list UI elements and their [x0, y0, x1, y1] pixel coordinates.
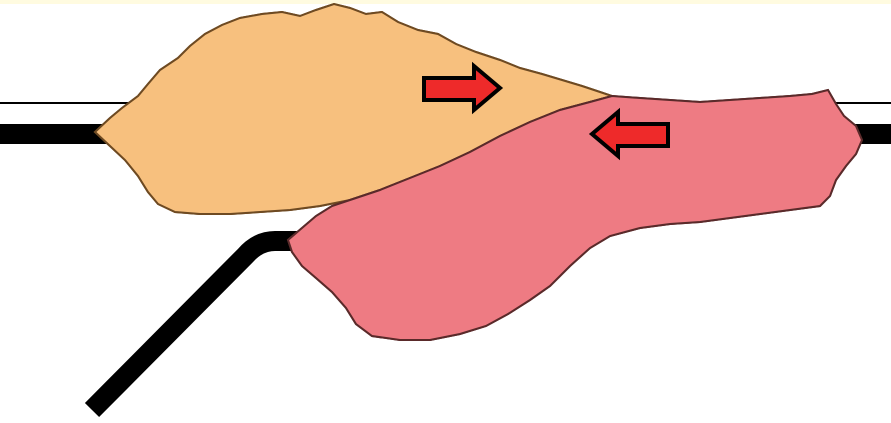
subducting-slab-line: [92, 241, 300, 410]
